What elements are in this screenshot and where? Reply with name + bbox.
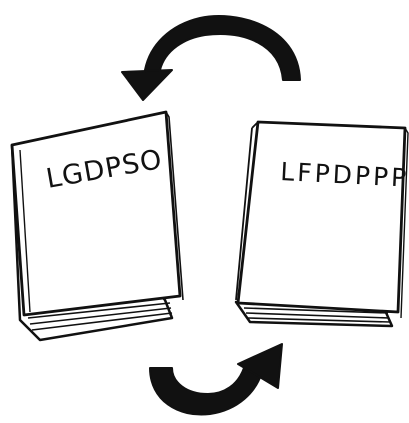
curved-arrow-top-icon	[121, 15, 301, 101]
book-left: LGDPSO	[10, 110, 184, 342]
book-title-right: LFPDPPP	[280, 157, 409, 193]
book-right: LFPDPPP	[234, 120, 409, 328]
curved-arrow-bottom-icon	[149, 343, 283, 416]
